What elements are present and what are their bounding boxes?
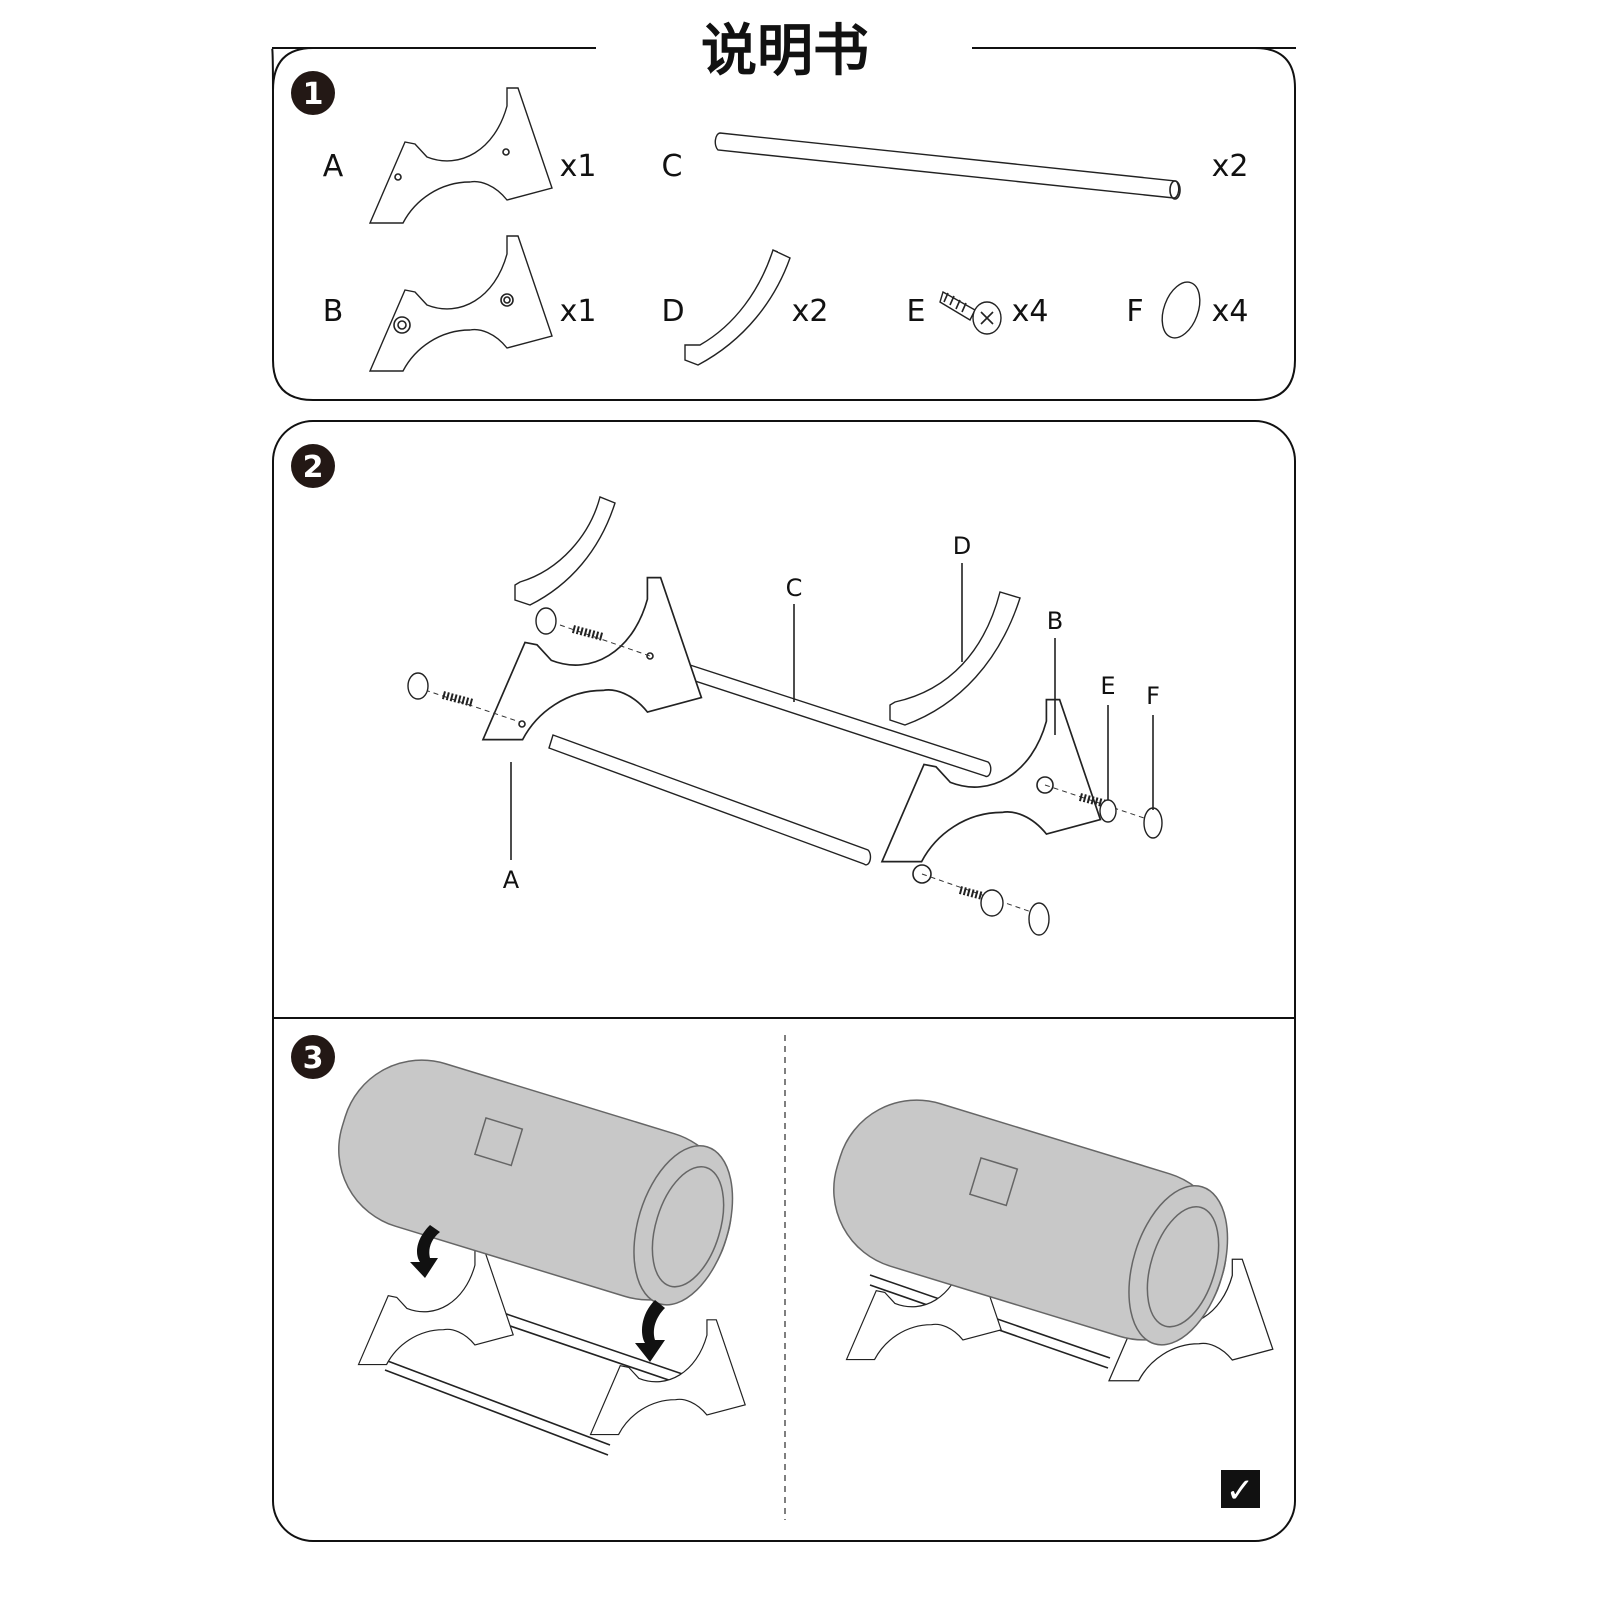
panel-border (271, 47, 1296, 401)
part-a-letter: A (323, 149, 344, 184)
step-3-badge (291, 1035, 335, 1079)
label-f: F (1146, 682, 1160, 710)
part-b-side-panel (369, 235, 553, 372)
part-f-letter: F (1126, 294, 1143, 329)
part-d-letter: D (661, 294, 684, 329)
step-2-badge (291, 444, 335, 488)
label-c: C (786, 574, 803, 602)
down-arrow-icon (635, 1300, 665, 1362)
part-c-rod (714, 132, 1181, 200)
part-f-cap (1161, 281, 1201, 339)
check-glyph: ✓ (1226, 1471, 1255, 1511)
label-e: E (1100, 672, 1115, 700)
down-arrow-icon (410, 1225, 440, 1278)
header: 说明书 (272, 19, 1296, 84)
part-e-qty: x4 (1012, 294, 1049, 329)
page-title: 说明书 (701, 19, 869, 84)
label-d: D (953, 532, 971, 560)
part-a-qty: x1 (560, 149, 597, 184)
panel-border (272, 420, 1296, 1542)
part-a-side-panel (369, 87, 553, 224)
part-c-letter: C (662, 149, 683, 184)
part-c-qty: x2 (1212, 149, 1249, 184)
steps-2-3-panel: 2 A C D B E F 3 (272, 420, 1296, 1542)
exploded-assembly-diagram: A C D B E F (407, 496, 1163, 936)
part-e-screw (939, 290, 1002, 335)
part-e-letter: E (907, 294, 926, 329)
part-b-letter: B (323, 294, 344, 329)
part-d-cradle (684, 249, 791, 366)
step-1-parts-panel: 1 A x1 C x2 B x1 D x2 E x4 F x4 (271, 47, 1296, 401)
step-2-number: 2 (303, 450, 324, 485)
part-f-qty: x4 (1212, 294, 1249, 329)
check-mark-icon: ✓ (1221, 1470, 1260, 1511)
label-b: B (1047, 607, 1063, 635)
step-1-number: 1 (303, 77, 324, 112)
part-d-qty: x2 (792, 294, 829, 329)
step-1-badge (291, 71, 335, 115)
placing-speaker-illustration (338, 1059, 746, 1456)
part-b-qty: x1 (560, 294, 597, 329)
speaker-on-stand-illustration (833, 1099, 1274, 1382)
step-3-number: 3 (303, 1041, 324, 1076)
label-a: A (503, 866, 520, 894)
